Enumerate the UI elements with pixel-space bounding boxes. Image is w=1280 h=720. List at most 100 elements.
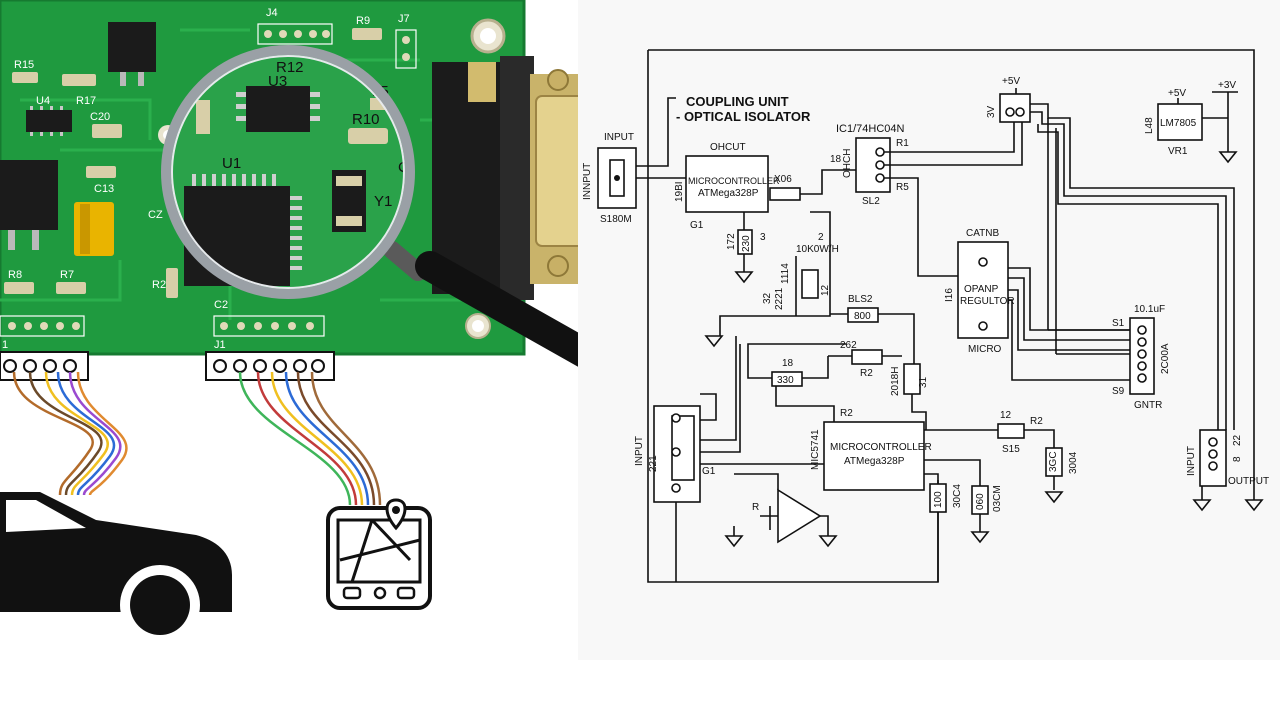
r2a-label: R2 bbox=[860, 368, 873, 379]
c2000a-label: 2C00A bbox=[1160, 343, 1171, 374]
r060-label: 060 bbox=[975, 493, 986, 510]
s15-label: S15 bbox=[1002, 444, 1020, 455]
label-18: 18 bbox=[830, 154, 842, 165]
input-left-label: INPUT bbox=[634, 436, 645, 466]
lm7805-regulator bbox=[1157, 103, 1203, 141]
r5-label: R5 bbox=[896, 182, 909, 193]
l32-label: 32 bbox=[762, 292, 773, 304]
mcu1-left-label: 19BI bbox=[674, 181, 685, 202]
label-j1: J1 bbox=[214, 339, 226, 351]
r1-label: R1 bbox=[896, 138, 909, 149]
k10-label: 10K0W/H bbox=[796, 244, 839, 255]
micro-label: MICRO bbox=[968, 344, 1002, 355]
l48-label: L48 bbox=[1144, 117, 1155, 134]
l8-label: 8 bbox=[1232, 456, 1243, 462]
ic1-label: IC1/74HC04N bbox=[836, 123, 905, 135]
label-c20: C20 bbox=[90, 111, 110, 123]
mcu1-title: OHCUT bbox=[710, 142, 746, 153]
r262-label: 262 bbox=[840, 340, 857, 351]
opamp-line2: REGULTOR bbox=[960, 296, 1015, 307]
3v-label: 3V bbox=[986, 105, 997, 118]
schematic-diagram: COUPLING UNIT - OPTICAL ISOLATOR INPUT I… bbox=[578, 0, 1280, 660]
x06-label: X06 bbox=[774, 174, 792, 185]
l2018h-label: 2018H bbox=[890, 367, 901, 396]
label-u3: U3 bbox=[268, 73, 287, 90]
r3-label: 3 bbox=[760, 232, 766, 243]
label-r2: R2 bbox=[152, 279, 166, 291]
r230-label: 230 bbox=[741, 235, 752, 252]
i16-label: I16 bbox=[944, 288, 955, 302]
l18b-label: 18 bbox=[782, 358, 794, 369]
mcu1-line2: ATMega328P bbox=[698, 188, 759, 199]
catnb-label: CATNB bbox=[966, 228, 999, 239]
gntr-label: GNTR bbox=[1134, 400, 1162, 411]
innput-label: INNPUT bbox=[582, 163, 593, 200]
microcontroller-1 bbox=[685, 155, 769, 213]
reg-plus5v-label: +5V bbox=[1168, 88, 1186, 99]
l22-label: 22 bbox=[1232, 434, 1243, 446]
label-u4: U4 bbox=[36, 95, 50, 107]
sl2-label: SL2 bbox=[862, 196, 880, 207]
terminal-block-left bbox=[0, 351, 89, 381]
label-cz: CZ bbox=[148, 209, 163, 221]
l2221-label: 2221 bbox=[774, 287, 785, 310]
output-label: OUTPUT bbox=[1228, 476, 1269, 487]
input-top-label: INPUT bbox=[604, 132, 634, 143]
l03cm-label: 03CM bbox=[992, 485, 1003, 512]
opamp-r-label: R bbox=[752, 502, 759, 513]
r800-label: 800 bbox=[854, 311, 871, 322]
coupling-unit-subtitle: - OPTICAL ISOLATOR bbox=[676, 109, 811, 124]
plus5v-top-label: +5V bbox=[1002, 76, 1020, 87]
l30c4-label: 30C4 bbox=[952, 484, 963, 508]
coupling-unit-title: COUPLING UNIT bbox=[686, 94, 789, 109]
r12b-label: 12 bbox=[1000, 410, 1012, 421]
mic5741-label: MIC5741 bbox=[810, 429, 821, 470]
l31-label: 31 bbox=[918, 376, 929, 388]
ohch-label: OHCH bbox=[842, 149, 853, 178]
wire-bundle-car bbox=[12, 371, 128, 496]
car-icon bbox=[0, 492, 232, 645]
r100-label: 100 bbox=[933, 491, 944, 508]
label-r7: R7 bbox=[60, 269, 74, 281]
s180m-label: S180M bbox=[600, 214, 632, 225]
r2b-label: R2 bbox=[840, 408, 853, 419]
l221-label: 221 bbox=[648, 455, 659, 472]
microcontroller-2 bbox=[823, 421, 925, 491]
label-r8: R8 bbox=[8, 269, 22, 281]
s1-label: S1 bbox=[1112, 318, 1125, 329]
vr1-label: VR1 bbox=[1168, 146, 1188, 157]
r330-label: 330 bbox=[777, 375, 794, 386]
s9-label: S9 bbox=[1112, 386, 1125, 397]
l3004-label: 3004 bbox=[1068, 451, 1079, 474]
lm7805-label: LM7805 bbox=[1160, 118, 1197, 129]
l1114-label: 1114 bbox=[780, 263, 791, 284]
mcu2-line2: ATMega328P bbox=[844, 456, 905, 467]
c101uf-label: 10.1uF bbox=[1134, 304, 1165, 315]
label-j4: J4 bbox=[266, 7, 278, 19]
label-u1: U1 bbox=[222, 155, 241, 172]
label-r17: R17 bbox=[76, 95, 96, 107]
magnifying-glass-icon: R12 U3 R10 U1 15 Y1 C bbox=[161, 45, 615, 377]
label-y1: Y1 bbox=[374, 193, 392, 210]
label-c13: C13 bbox=[94, 183, 114, 195]
l3gc-label: 3GC bbox=[1048, 451, 1059, 472]
terminal-block-j1 bbox=[205, 351, 335, 381]
r2c-label: R2 bbox=[1030, 416, 1043, 427]
plus5v-connector bbox=[999, 93, 1031, 123]
bls2-label: BLS2 bbox=[848, 294, 873, 305]
mcu2-line1: MICROCONTROLLER bbox=[830, 442, 932, 453]
mcu1-line1: MICROCONTROLLER bbox=[688, 176, 780, 186]
label-r9: R9 bbox=[356, 15, 370, 27]
label-j7: J7 bbox=[398, 13, 410, 25]
plus3v-label: +3V bbox=[1218, 80, 1236, 91]
g1b-label: G1 bbox=[702, 466, 716, 477]
label-c2: C2 bbox=[214, 299, 228, 311]
mcu1-g1: G1 bbox=[690, 220, 704, 231]
opamp-line1: OPANP bbox=[964, 284, 999, 295]
label-r12: R12 bbox=[276, 59, 304, 76]
label-2: 2 bbox=[818, 232, 824, 243]
wire-bundle-gps bbox=[238, 371, 382, 506]
label-r15: R15 bbox=[14, 59, 34, 71]
